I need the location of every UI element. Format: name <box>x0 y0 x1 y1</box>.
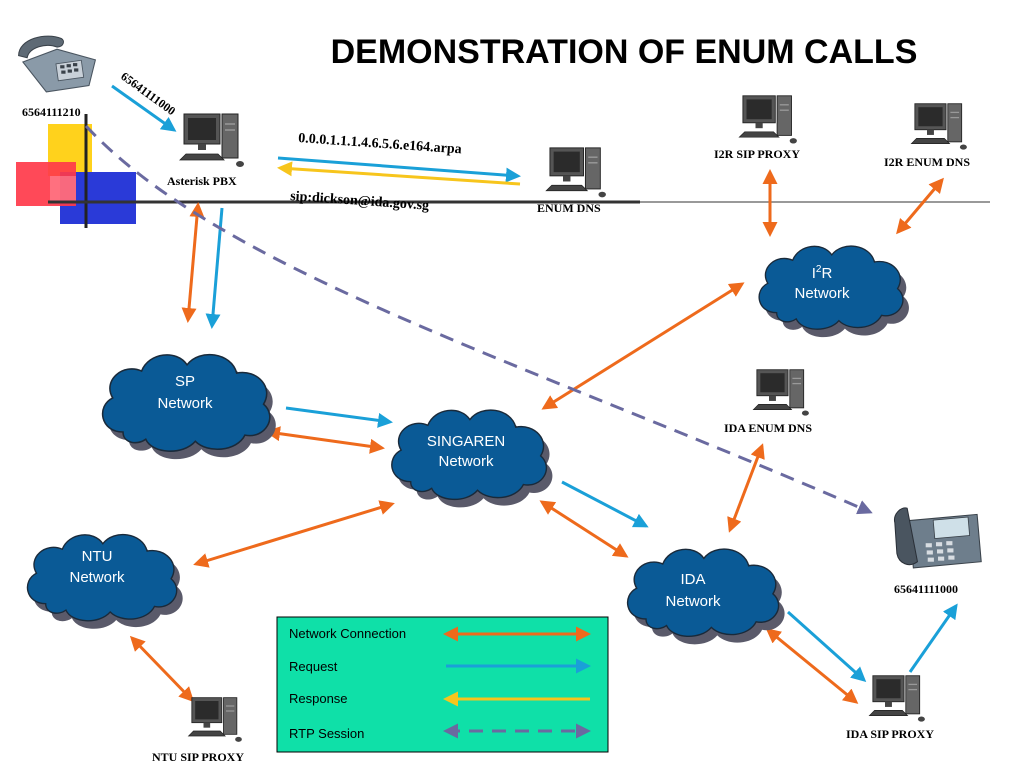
legend-request: Request <box>289 659 338 674</box>
label-enum-dns: ENUM DNS <box>537 201 601 215</box>
caller-phone-icon <box>18 35 96 93</box>
decorative-logo <box>16 114 990 228</box>
cloud-label-ntu: NTU <box>82 548 113 565</box>
cloud-label-sp: SP <box>175 373 195 390</box>
cloud-label-i2r: I2R <box>812 264 833 282</box>
conn-singaren-ida <box>539 500 629 558</box>
conn-ntu-sipproxy <box>129 635 195 703</box>
conn-ida-sipproxy <box>765 628 859 704</box>
resp-enumdns-pbx <box>277 161 521 186</box>
cloud-label-i2r-network: Network <box>794 285 850 302</box>
network-connections <box>129 169 944 704</box>
legend-network-connection: Network Connection <box>289 626 406 641</box>
enum-query-label: 0.0.0.1.1.1.4.6.5.6.e164.arpa <box>298 131 462 157</box>
cloud-label-ida: IDA <box>680 571 705 588</box>
label-i2r-sip-proxy: I2R SIP PROXY <box>714 147 800 161</box>
conn-singaren-i2r <box>541 282 745 410</box>
label-i2r-enum-dns: I2R ENUM DNS <box>884 155 970 169</box>
asterisk-pbx-icon <box>179 113 245 168</box>
cloud-ntu-network: NTU Network <box>26 533 183 629</box>
cloud-label-singaren: SINGAREN <box>427 433 505 450</box>
cloud-label-ida-network: Network <box>665 593 721 610</box>
req-pbx-enumdns <box>277 156 521 183</box>
cloud-ida-network: IDA Network <box>626 548 785 645</box>
cloud-sp-network: SP Network <box>101 353 276 460</box>
req-ida-sipproxy <box>786 610 867 683</box>
cloud-label-sp-network: Network <box>157 395 213 412</box>
label-ida-enum-dns: IDA ENUM DNS <box>724 421 812 435</box>
req-phone-pbx <box>111 84 177 132</box>
label-ntu-sip-proxy: NTU SIP PROXY <box>152 750 244 764</box>
label-asterisk-pbx: Asterisk PBX <box>167 174 237 188</box>
legend: Network Connection Request Response RTP … <box>276 616 609 753</box>
req-sp-singaren <box>285 406 393 428</box>
enum-dns-icon <box>545 147 607 199</box>
callee-phone-icon <box>893 507 982 569</box>
callee-number: 65641111000 <box>894 582 958 596</box>
ida-enum-dns-icon <box>752 369 810 417</box>
cloud-label-ntu-network: Network <box>69 569 125 586</box>
i2r-sip-proxy-icon <box>738 95 798 145</box>
page-title: DEMONSTRATION OF ENUM CALLS <box>331 33 918 71</box>
conn-ida-enumdns <box>727 443 765 533</box>
cloud-label-singaren-network: Network <box>438 453 494 470</box>
ntu-sip-proxy-icon <box>187 696 243 743</box>
cloud-i2r-network: I2R Network <box>758 245 909 338</box>
label-ida-sip-proxy: IDA SIP PROXY <box>846 727 934 741</box>
enum-response-label: sip:dickson@ida.gov.sg <box>290 189 430 214</box>
caller-number: 6564111210 <box>22 105 81 119</box>
conn-singaren-ntu <box>193 500 395 568</box>
req-sipproxy-phone <box>908 603 958 673</box>
conn-pbx-sp <box>181 202 205 323</box>
legend-rtp-session: RTP Session <box>289 726 364 741</box>
rtp-session-path <box>84 124 873 515</box>
conn-sp-singaren <box>265 426 385 454</box>
ida-sip-proxy-icon <box>868 675 926 723</box>
req-singaren-ida <box>561 480 649 528</box>
i2r-enum-dns-icon <box>910 103 968 151</box>
conn-i2r-enumdns <box>896 177 944 235</box>
legend-response: Response <box>289 691 348 706</box>
cloud-singaren-network: SINGAREN Network <box>391 409 553 508</box>
